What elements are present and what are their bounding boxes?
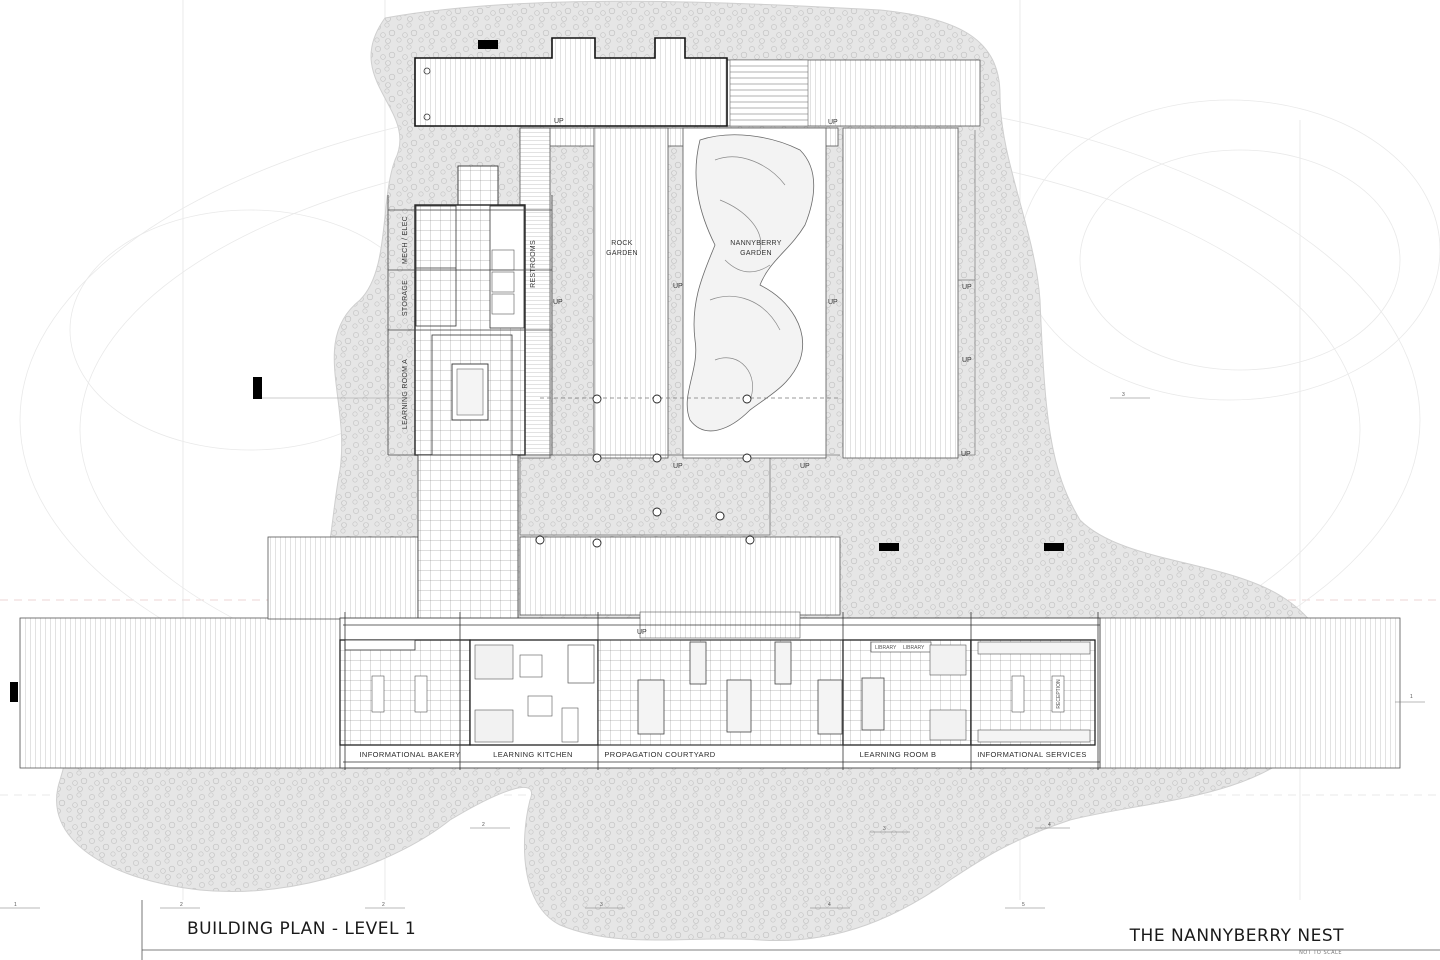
south-room-labels: INFORMATIONAL BAKERY LEARNING KITCHEN PR… <box>359 750 1086 759</box>
rock-garden-label: GARDEN <box>606 250 638 257</box>
up-label: UP <box>553 299 563 306</box>
informational-bakery-label: INFORMATIONAL BAKERY <box>359 750 460 759</box>
grid-mark: 1 <box>1410 694 1413 700</box>
grid-mark: 2 <box>482 822 485 828</box>
project-name: THE NANNYBERRY NEST <box>1129 926 1344 946</box>
grid-mark: 2 <box>382 902 385 908</box>
stair-up-labels: UP UP UP UP UP UP UP UP UP UP UP <box>553 118 972 636</box>
grid-mark: 2 <box>180 902 183 908</box>
learning-kitchen-label: LEARNING KITCHEN <box>493 750 573 759</box>
informational-services-label: INFORMATIONAL SERVICES <box>977 750 1087 759</box>
courtyard-columns <box>535 394 755 548</box>
up-label: UP <box>961 451 971 458</box>
west-wing <box>253 165 553 621</box>
up-label: UP <box>962 284 972 291</box>
south-building <box>10 611 1101 770</box>
section-markers <box>879 543 1064 551</box>
up-label: UP <box>637 629 647 636</box>
grid-mark: 4 <box>1048 822 1051 828</box>
grid-mark: 1 <box>14 902 17 908</box>
decking <box>19 59 1401 769</box>
up-label: UP <box>554 118 564 125</box>
vertical-room-labels: RESTROOMS STORAGE MECH / ELEC LEARNING R… <box>402 216 537 429</box>
nannyberry-garden-label: NANNYBERRY <box>730 240 782 247</box>
nannyberry-garden-label: GARDEN <box>740 250 772 257</box>
library-label: LIBRARY <box>875 645 897 651</box>
restrooms-label: RESTROOMS <box>530 240 537 288</box>
storage-label: STORAGE <box>402 280 409 316</box>
scale-note: NOT TO SCALE <box>1299 950 1342 956</box>
grid-mark: 4 <box>828 902 831 908</box>
propagation-courtyard-label: PROPAGATION COURTYARD <box>604 750 715 759</box>
north-stair <box>729 59 809 127</box>
grid-mark: 3 <box>883 826 886 832</box>
grid-mark: 5 <box>1022 902 1025 908</box>
nannyberry-garden-bed <box>682 127 827 459</box>
furniture-labels: LIBRARY LIBRARY RECEPTION <box>875 645 1062 709</box>
grid-mark: 3 <box>1122 392 1125 398</box>
reception-label: RECEPTION <box>1056 679 1062 709</box>
grid-mark: 3 <box>600 902 603 908</box>
up-label: UP <box>828 119 838 126</box>
up-label: UP <box>673 463 683 470</box>
title-block-frame <box>141 900 1440 960</box>
ramp-lines <box>540 130 976 456</box>
up-label: UP <box>828 299 838 306</box>
garden-labels: ROCK GARDEN NANNYBERRY GARDEN <box>606 240 782 257</box>
rock-garden-label: ROCK <box>611 240 632 247</box>
learning-room-a-label: LEARNING ROOM A <box>402 359 409 429</box>
sheet-title: BUILDING PLAN - LEVEL 1 <box>187 919 417 939</box>
up-label: UP <box>673 283 683 290</box>
mech-elec-label: MECH / ELEC <box>402 216 409 264</box>
entry-canopy <box>414 37 728 127</box>
up-label: UP <box>800 463 810 470</box>
marker-lines <box>0 397 1425 909</box>
grid-mark-labels: 1 2 2 2 3 3 3 4 4 5 1 <box>14 392 1413 908</box>
up-label: UP <box>962 357 972 364</box>
library-label: LIBRARY <box>903 645 925 651</box>
learning-room-b-label: LEARNING ROOM B <box>860 750 937 759</box>
